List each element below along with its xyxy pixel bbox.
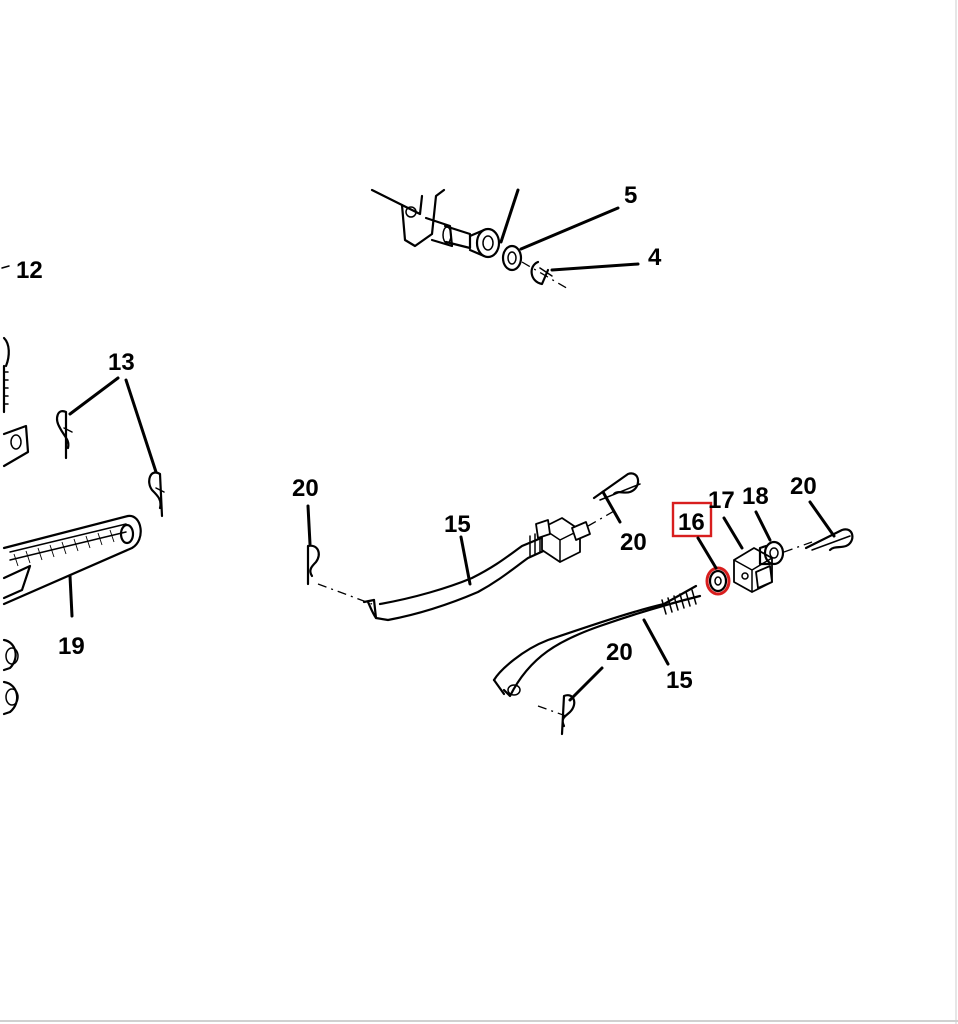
label-part-20-lower: 20 [606,639,633,666]
bracket-assembly-top [370,188,472,250]
leader-19 [68,574,74,618]
leader-13-a [68,376,120,416]
leader-5 [519,206,620,251]
bushing-part-18 [758,540,785,566]
clip-part-4 [530,260,553,286]
leader-4 [550,262,640,272]
leader-13-b [124,378,158,474]
bushing [468,227,501,259]
label-part-18: 18 [742,483,769,510]
leader-18 [754,510,772,542]
leader-20-right [808,500,836,538]
rod-upper-part-15 [362,527,552,622]
hairpin-clip-20-upper [592,472,641,501]
label-part-12: 12 [16,257,43,284]
leader-17 [722,516,744,550]
leader-20-lower [568,666,604,702]
label-part-20-right: 20 [790,473,817,500]
hairpin-clip-20-lower [560,694,576,736]
frame-edge-left [2,336,30,468]
lever-arm-part-19 [2,514,142,606]
rod-lower-part-15 [492,584,702,698]
hairpin-clip-20-left [306,544,320,586]
leader-unlabeled-top [499,188,520,244]
label-part-16: 16 [678,509,705,536]
highlight-box-part-16 [671,501,713,538]
label-part-19: 19 [58,633,85,660]
label-part-17: 17 [708,487,735,514]
hairpin-clip-lower [148,471,165,518]
label-part-15-lower: 15 [666,667,693,694]
leader-16 [696,536,718,570]
label-part-20-left: 20 [292,475,319,502]
leader-15-upper [459,535,472,586]
label-part-13: 13 [108,349,135,376]
highlight-ring-part-16 [705,566,731,596]
hairpin-clip-20-right [804,528,854,552]
nut-part-16 [705,566,731,596]
label-part-4: 4 [648,244,662,271]
hairpin-clip-upper [56,410,73,460]
block-upper [535,517,591,563]
label-part-20-upper: 20 [620,529,647,556]
block-part-17 [733,547,773,593]
label-part-5: 5 [624,182,637,209]
label-part-15-upper: 15 [444,511,471,538]
washer-part-5 [501,244,523,272]
leader-20-upper [601,490,622,524]
leader-20-left [306,504,312,546]
leader-15-lower [642,618,670,666]
pivot-parts-left [2,638,19,716]
